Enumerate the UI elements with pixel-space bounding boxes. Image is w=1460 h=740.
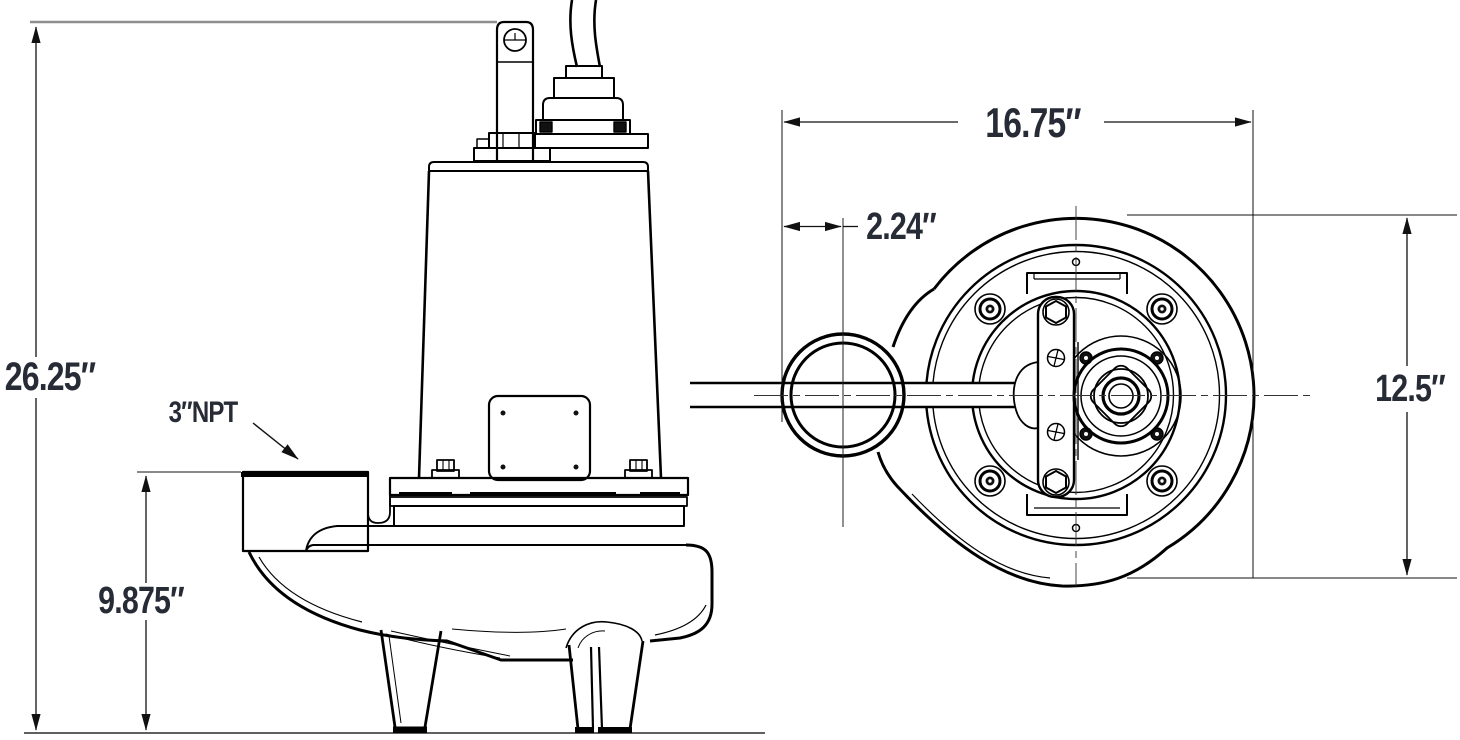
motor-housing xyxy=(417,161,663,479)
power-cable xyxy=(569,0,602,68)
handle-lugs xyxy=(1026,272,1128,516)
body-diameter-label: 12.5″ xyxy=(1375,368,1446,410)
top-view xyxy=(690,206,1310,588)
volute-side xyxy=(247,525,714,662)
nameplate xyxy=(487,394,592,482)
mounting-bolts-top xyxy=(974,293,1178,497)
handle-hex-bolt-bottom xyxy=(1042,468,1070,496)
discharge-pipe-top xyxy=(690,381,1039,409)
handle-hex-bolt-top xyxy=(1042,298,1070,326)
side-view xyxy=(24,0,765,734)
volute-outline-top xyxy=(876,216,1256,588)
cable-boss-top xyxy=(1072,347,1170,445)
discharge-height-label: 9.875″ xyxy=(98,580,185,622)
discharge-flange-side xyxy=(241,470,391,553)
dim-overall-length xyxy=(781,110,1254,578)
dim-overall-height xyxy=(30,20,497,731)
seal-plate-bolts xyxy=(431,459,653,479)
bracket-base-nut xyxy=(473,132,551,162)
discharge-offset-label: 2.24″ xyxy=(866,206,937,248)
seal-plate xyxy=(388,476,690,527)
dim-npt-leader xyxy=(252,422,299,460)
handle-screw-upper xyxy=(1046,348,1066,368)
lifting-bracket-side xyxy=(495,20,535,161)
lifting-handle-top xyxy=(1012,295,1076,499)
cable-entry-plate xyxy=(1060,335,1182,460)
cable-gland xyxy=(533,65,649,149)
dimensions xyxy=(30,20,1457,731)
dim-body-diameter xyxy=(1127,214,1457,579)
handle-screw-lower xyxy=(1046,422,1066,442)
overall-length-label: 16.75″ xyxy=(985,99,1081,146)
discharge-connection-label: 3″NPT xyxy=(168,396,239,429)
overall-height-label: 26.25″ xyxy=(4,355,96,399)
dim-discharge-height xyxy=(137,471,241,731)
pump-feet xyxy=(379,620,645,733)
